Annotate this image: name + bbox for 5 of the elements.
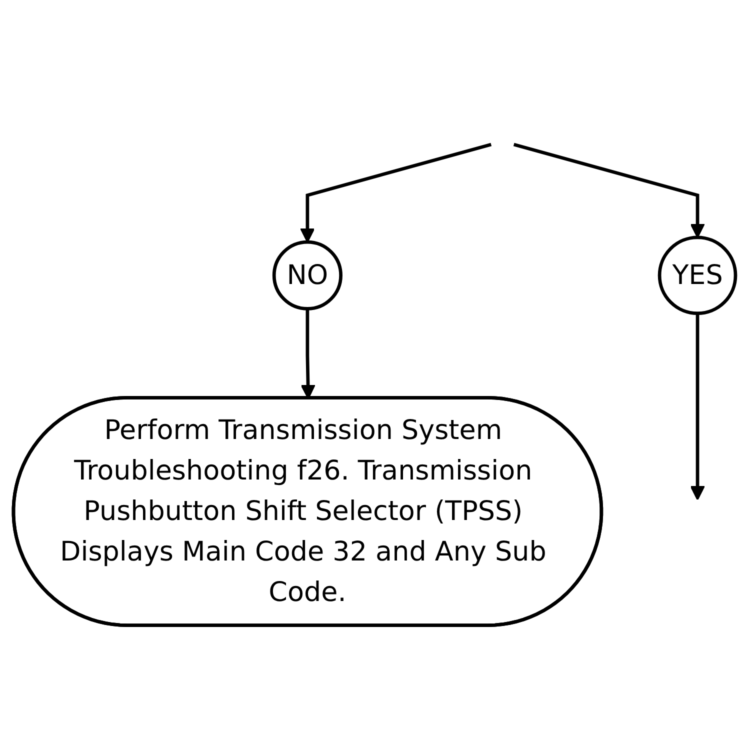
arrow bbox=[513, 142, 705, 238]
node-circle: NO bbox=[272, 240, 342, 311]
arrow bbox=[300, 142, 492, 243]
arrow bbox=[690, 313, 705, 500]
node-circle: YES bbox=[658, 236, 738, 316]
